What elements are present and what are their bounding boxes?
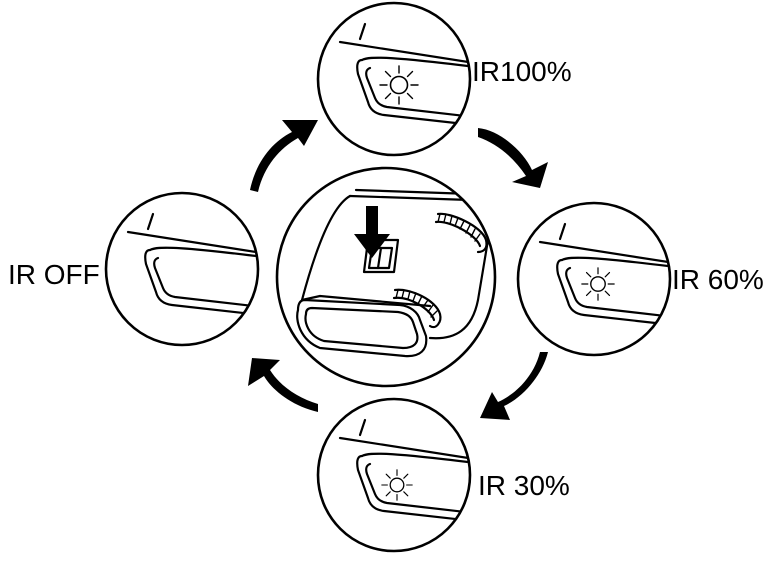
ir30-mode-panel <box>316 397 472 553</box>
curved-arrow-icon <box>248 358 318 412</box>
ir100-label: IR100% <box>472 56 572 87</box>
curved-arrow-icon <box>480 352 548 420</box>
iroff-label: IR OFF <box>8 259 100 290</box>
push-button-icon <box>362 238 400 274</box>
down-arrow-icon <box>354 206 390 258</box>
sun-icon <box>581 267 615 301</box>
sun-icon <box>381 469 413 501</box>
sun-icon <box>379 65 419 105</box>
knurled-dial-icon <box>434 212 488 254</box>
ir30-label: IR 30% <box>478 470 570 501</box>
curved-arrow-icon <box>478 128 548 188</box>
iroff-circle <box>104 191 260 347</box>
ir60-mode-panel <box>516 201 672 357</box>
ir30-circle <box>316 397 472 553</box>
device-center-panel <box>275 166 497 388</box>
ir100-mode-panel <box>316 1 472 157</box>
curved-arrow-icon <box>250 120 318 192</box>
knurled-dial-icon <box>392 288 442 329</box>
iroff-mode-panel <box>104 191 260 347</box>
ir60-label: IR 60% <box>672 264 764 295</box>
